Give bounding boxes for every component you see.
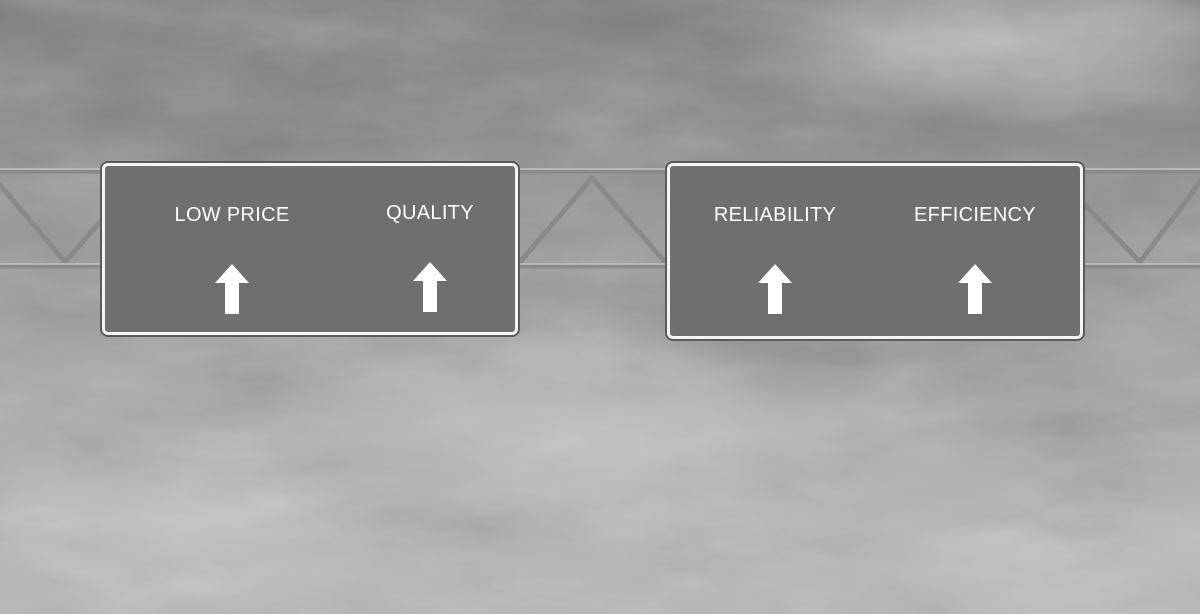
up-arrow-icon — [958, 264, 992, 314]
destination-efficiency: EFFICIENCY — [900, 204, 1050, 314]
road-sign-right: RELIABILITY EFFICIENCY — [667, 163, 1083, 339]
destination-label: RELIABILITY — [713, 204, 837, 226]
road-sign-left: LOW PRICE QUALITY — [102, 163, 518, 335]
destination-label: LOW PRICE — [174, 204, 290, 226]
destination-quality: QUALITY — [355, 202, 505, 312]
destination-reliability: RELIABILITY — [700, 204, 850, 314]
destination-label: EFFICIENCY — [914, 204, 1036, 226]
up-arrow-icon — [413, 262, 447, 312]
destination-label: QUALITY — [386, 202, 474, 224]
up-arrow-icon — [215, 264, 249, 314]
up-arrow-icon — [758, 264, 792, 314]
destination-low-price: LOW PRICE — [157, 204, 307, 314]
